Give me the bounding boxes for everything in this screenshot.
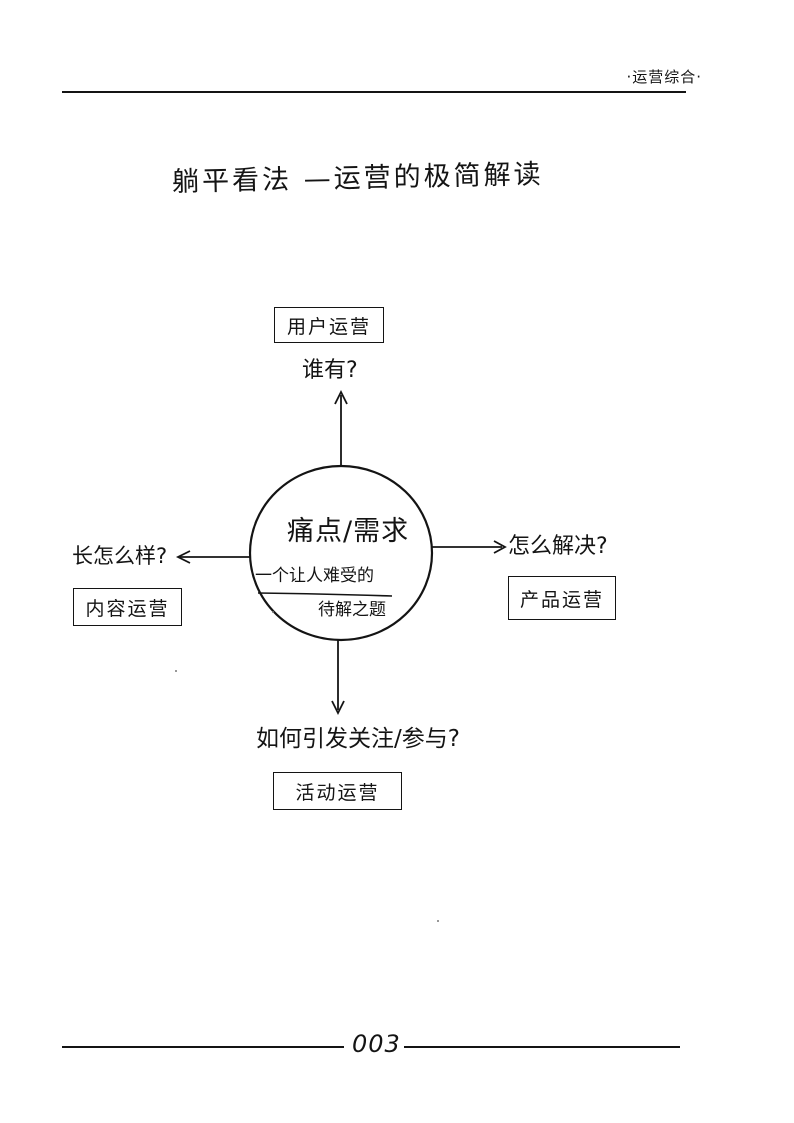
activity-operation-box: 活动运营 <box>273 772 402 810</box>
product-operation-box: 产品运营 <box>508 576 616 620</box>
arrow-down-head <box>331 700 345 716</box>
center-main-label: 痛点/需求 <box>287 516 410 547</box>
section-header-mark: ·运营综合· <box>626 68 702 86</box>
footer-rule-right <box>404 1046 680 1048</box>
page-number: 003 <box>352 1030 401 1058</box>
paper-speck <box>437 920 439 922</box>
header-rule <box>62 91 686 93</box>
arrow-right-head <box>493 540 507 554</box>
arrow-up-head <box>334 389 348 405</box>
center-underline <box>257 592 393 597</box>
center-sub-label-2: 待解之题 <box>318 600 386 620</box>
content-operation-box: 内容运营 <box>73 588 182 626</box>
paper-speck <box>175 670 177 672</box>
footer-rule-left <box>62 1046 344 1048</box>
left-question: 长怎么样? <box>72 544 168 568</box>
paper-speck <box>272 611 274 613</box>
right-question: 怎么解决? <box>508 534 608 559</box>
arrow-left-head <box>175 550 191 564</box>
user-operation-box: 用户运营 <box>274 307 384 343</box>
bottom-question: 如何引发关注/参与? <box>256 726 460 752</box>
center-sub-label-1: 一个让人难受的 <box>255 566 374 586</box>
top-question: 谁有? <box>302 358 358 383</box>
